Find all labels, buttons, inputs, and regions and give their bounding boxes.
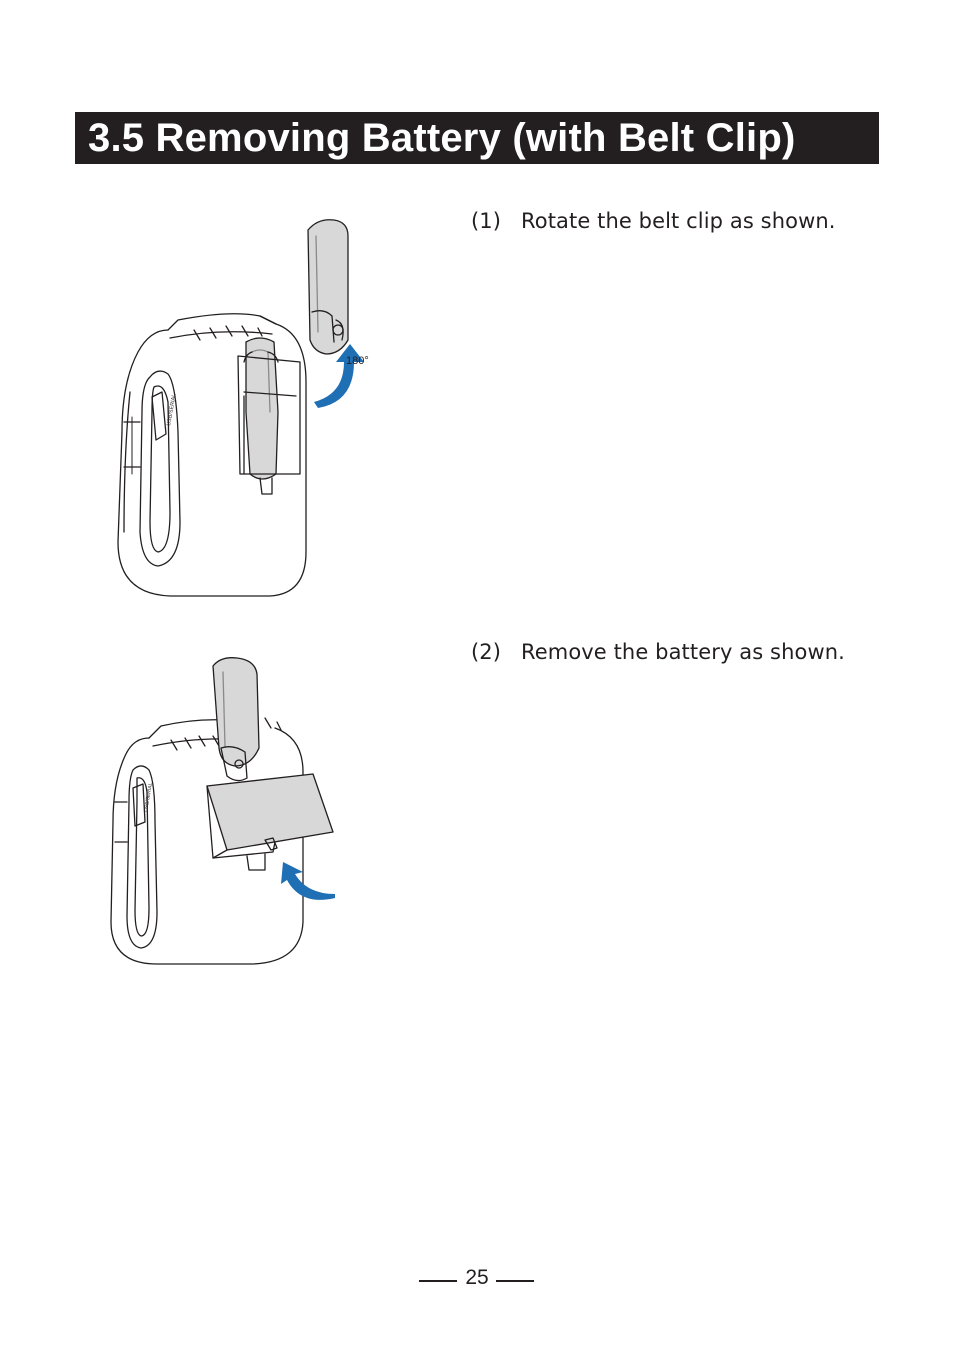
rotate-arrow xyxy=(314,344,364,408)
port-label: USB/SERIAL xyxy=(143,782,154,812)
section-title-bar: 3.5 Removing Battery (with Belt Clip) xyxy=(75,112,879,164)
battery xyxy=(206,773,334,851)
figure-rotate-belt-clip: USB/SERIAL 180° xyxy=(117,219,369,597)
port-label: USB/SERIAL xyxy=(166,393,178,426)
rotation-label: 180° xyxy=(346,355,369,367)
figure-remove-battery: USB/SERIAL xyxy=(110,657,335,965)
step-1: (1) Rotate the belt clip as shown. xyxy=(471,209,836,233)
page-number: 25 xyxy=(465,1266,489,1289)
remove-arrow xyxy=(281,862,335,900)
section-title: 3.5 Removing Battery (with Belt Clip) xyxy=(88,116,796,160)
printer-strap xyxy=(139,370,181,567)
step-1-number: (1) xyxy=(471,209,502,233)
belt-clip-raised xyxy=(212,657,260,767)
step-2: (2) Remove the battery as shown. xyxy=(471,640,845,664)
step-2-text: Remove the battery as shown. xyxy=(521,640,845,664)
step-2-number: (2) xyxy=(471,640,502,664)
printer-body xyxy=(117,315,307,597)
footer-rule-right xyxy=(496,1280,534,1282)
page-footer: 25 xyxy=(0,1266,954,1296)
printer-strap xyxy=(126,765,158,949)
step-1-text: Rotate the belt clip as shown. xyxy=(521,209,836,233)
footer-rule-left xyxy=(419,1280,457,1282)
